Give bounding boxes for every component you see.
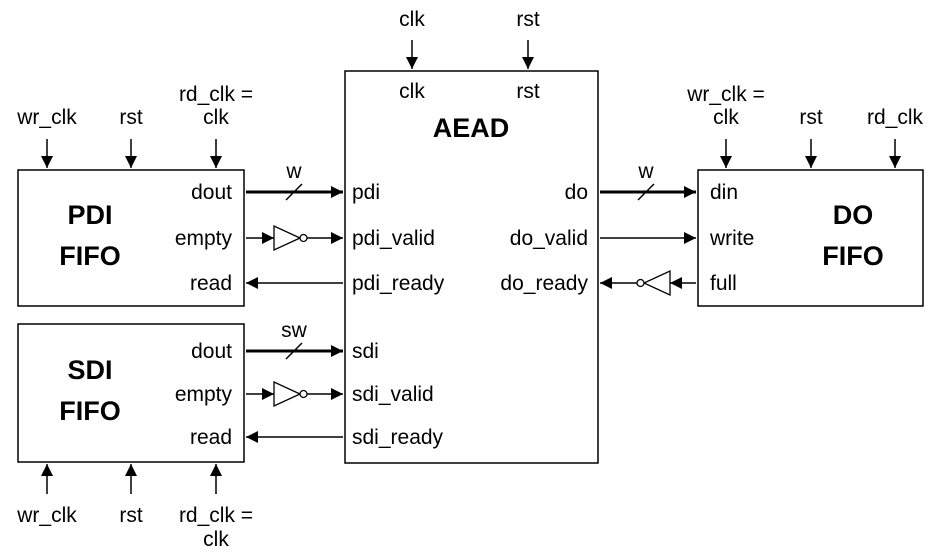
pdi-fifo-rd-clk-label-line2: clk — [203, 106, 229, 129]
sdi-fifo-port-read: read — [190, 426, 232, 449]
sdi-fifo-title-line1: SDI — [67, 355, 112, 385]
pdi-bus-width-label: w — [285, 160, 302, 183]
aead-box — [344, 70, 599, 464]
do-fifo-block: DO FIFO din write full — [697, 169, 924, 307]
sdi-fifo-rst-label: rst — [119, 504, 142, 527]
pdi-fifo-title-line1: PDI — [67, 200, 112, 230]
pdi-empty-inverter — [273, 224, 302, 252]
do-full-inverter-bubble — [636, 278, 645, 288]
sdi-bus-width-label: sw — [281, 319, 308, 342]
pdi-fifo-box — [17, 169, 245, 307]
aead-port-do-valid: do_valid — [510, 227, 588, 250]
do-fifo-title-line1: DO — [833, 200, 874, 230]
aead-ext-rst-label: rst — [516, 8, 539, 31]
aead-ext-clk-label: clk — [399, 8, 425, 31]
sdi-fifo-box — [17, 323, 245, 463]
sdi-fifo-title-line2: FIFO — [59, 396, 121, 426]
aead-clock-inputs: clk rst — [399, 8, 540, 69]
sdi-connections: sw — [246, 319, 343, 443]
sdi-empty-inverter-bubble — [299, 389, 308, 399]
aead-port-sdi-ready: sdi_ready — [352, 426, 444, 449]
pdi-fifo-port-read: read — [190, 272, 232, 295]
aead-port-pdi-valid: pdi_valid — [352, 227, 435, 250]
do-fifo-clock-inputs: wr_clk = clk rst rd_clk — [686, 83, 924, 168]
aead-port-rst: rst — [516, 80, 539, 103]
sdi-fifo-rd-clk-label-line2: clk — [203, 528, 229, 551]
do-fifo-box — [697, 169, 924, 307]
do-fifo-port-full: full — [710, 272, 737, 295]
pdi-fifo-rd-clk-label-line1: rd_clk = — [179, 83, 253, 106]
do-full-inverter — [642, 269, 671, 297]
pdi-fifo-port-dout: dout — [191, 181, 232, 204]
pdi-fifo-wr-clk-label: wr_clk — [16, 106, 77, 129]
do-connections: w — [600, 160, 696, 297]
sdi-fifo-clock-inputs: wr_clk rst rd_clk = clk — [16, 464, 253, 551]
pdi-empty-inverter-bubble — [299, 233, 308, 243]
aead-port-sdi-valid: sdi_valid — [352, 383, 434, 406]
aead-port-clk: clk — [399, 80, 425, 103]
aead-port-do-ready: do_ready — [500, 272, 588, 295]
do-bus-slash — [637, 183, 655, 201]
aead-title: AEAD — [433, 113, 510, 143]
sdi-fifo-block: SDI FIFO dout empty read — [17, 323, 245, 463]
aead-port-pdi-ready: pdi_ready — [352, 272, 445, 295]
do-fifo-title-line2: FIFO — [822, 241, 884, 271]
pdi-connections: w — [246, 160, 343, 289]
do-fifo-rst-label: rst — [799, 106, 822, 129]
sdi-fifo-rd-clk-label-line1: rd_clk = — [179, 504, 253, 527]
pdi-fifo-port-empty: empty — [175, 227, 233, 250]
do-bus-width-label: w — [637, 160, 654, 183]
pdi-fifo-rst-label: rst — [119, 106, 142, 129]
do-fifo-port-write: write — [709, 227, 754, 250]
sdi-fifo-wr-clk-label: wr_clk — [16, 504, 77, 527]
do-fifo-rd-clk-label: rd_clk — [867, 106, 924, 129]
sdi-fifo-port-dout: dout — [191, 340, 232, 363]
aead-port-sdi: sdi — [352, 340, 379, 363]
sdi-fifo-port-empty: empty — [175, 383, 233, 406]
do-fifo-wr-clk-label-line2: clk — [713, 106, 739, 129]
do-fifo-port-din: din — [710, 181, 738, 204]
pdi-fifo-title-line2: FIFO — [59, 241, 121, 271]
pdi-bus-slash — [285, 183, 303, 201]
aead-port-do: do — [565, 181, 588, 204]
sdi-empty-inverter — [273, 380, 302, 408]
do-fifo-wr-clk-label-line1: wr_clk = — [686, 83, 765, 106]
aead-block: AEAD clk rst pdi pdi_valid pdi_ready sdi… — [344, 70, 599, 464]
pdi-fifo-block: PDI FIFO dout empty read — [17, 169, 245, 307]
aead-port-pdi: pdi — [352, 181, 380, 204]
sdi-bus-slash — [285, 342, 303, 360]
pdi-fifo-clock-inputs: wr_clk rst rd_clk = clk — [16, 83, 253, 168]
